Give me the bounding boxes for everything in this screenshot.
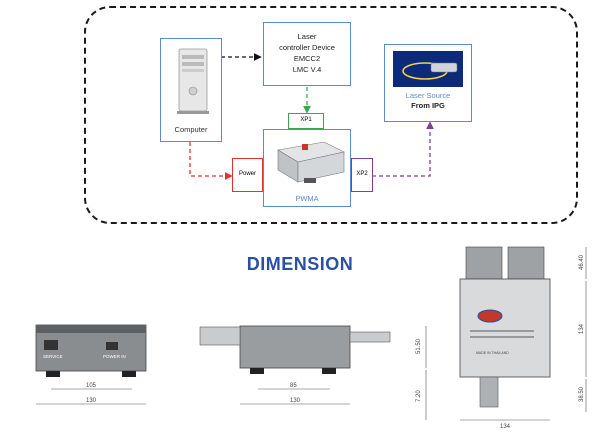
computer-label: Computer [174, 125, 208, 134]
laser-source-box: Laser Source From IPG [384, 44, 472, 122]
computer-box: Computer [160, 38, 222, 142]
controller-line4: LMC V.4 [292, 65, 322, 74]
pwma-device-image [277, 141, 345, 183]
side-foot: 7.20 [416, 390, 422, 402]
front-width-inner: 105 [86, 383, 97, 389]
xp1-connector: XP1 [288, 113, 324, 129]
controller-box: Laser controller Device EMCC2 LMC V.4 [263, 22, 351, 86]
laser-source-line1: Laser Source [405, 91, 451, 100]
computer-tower-icon [177, 48, 209, 114]
laser-source-line2: From IPG [411, 101, 445, 110]
top-h-mid: 134 [579, 323, 585, 334]
system-boundary [84, 6, 578, 224]
front-width-outer: 130 [86, 398, 97, 404]
front-service-label: SERVICE [43, 354, 63, 359]
dimension-heading: DIMENSION [246, 254, 354, 274]
front-power-label: POWER IN [103, 354, 126, 359]
pwma-label: PWMA [295, 194, 319, 203]
controller-line3: EMCC2 [293, 54, 321, 63]
xp1-label: XP1 [300, 117, 312, 123]
top-h-top: 46.40 [579, 254, 585, 270]
xp2-to-laser-arrow [372, 121, 434, 177]
top-width: 134 [500, 424, 511, 430]
pwma-box: PWMA [263, 129, 351, 207]
side-height: 51.50 [416, 338, 422, 354]
side-width-outer: 130 [290, 398, 301, 404]
xp2-connector: XP2 [351, 158, 373, 192]
top-plate-text: MADE IN THAILAND [476, 351, 509, 355]
side-width-inner: 85 [290, 383, 297, 389]
controller-line1: Laser [297, 32, 317, 41]
laser-source-image [393, 51, 463, 87]
xp2-label: XP2 [356, 171, 368, 177]
top-h-bottom: 38.50 [579, 386, 585, 402]
power-connector: Power [232, 158, 263, 192]
power-label: Power [238, 171, 256, 177]
controller-line2: controller Device [279, 43, 335, 52]
